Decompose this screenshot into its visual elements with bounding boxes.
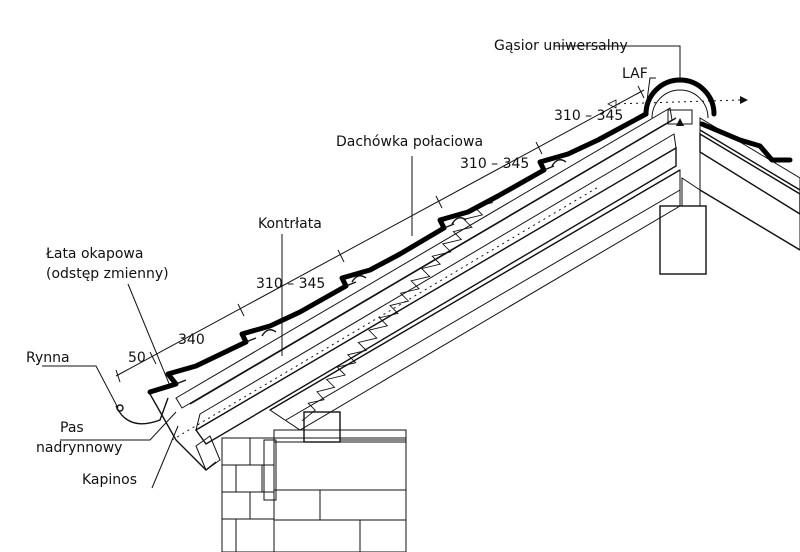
tile-hooks (261, 159, 567, 337)
label-dachowka: Dachówka połaciowa (336, 134, 483, 150)
label-rynna: Rynna (26, 350, 70, 366)
insulation-left (269, 169, 681, 431)
gutter (115, 393, 221, 471)
label-laf: LAF (622, 66, 648, 82)
leader-lines (42, 45, 681, 489)
label-lata-line2: (odstęp zmienny) (46, 266, 169, 282)
label-gasior: Gąsior uniwersalny (494, 38, 628, 54)
roof-tiles-right (699, 121, 800, 191)
counter-batten-layer (175, 107, 673, 409)
insulation-right (681, 117, 800, 251)
label-pas-line2: nadrynnowy (36, 440, 122, 456)
label-pas-line1: Pas (60, 420, 84, 436)
dim-340: 340 (178, 332, 205, 348)
label-lata-line1: Łata okapowa (45, 246, 143, 262)
dim-50: 50 (128, 350, 146, 366)
dim-310-345-2: 310 – 345 (460, 156, 529, 172)
dim-310-345-3: 310 – 345 (554, 108, 623, 124)
label-kontrlata: Kontrłata (258, 216, 322, 232)
ridge-tile (643, 77, 717, 126)
dimension-line (115, 85, 645, 383)
ridge-post (659, 205, 707, 275)
roof-tiles-left (147, 111, 649, 395)
label-kapinos: Kapinos (82, 472, 137, 488)
brick-wall (221, 437, 407, 552)
dim-310-345-1: 310 – 345 (256, 276, 325, 292)
wall-plate (273, 411, 407, 443)
